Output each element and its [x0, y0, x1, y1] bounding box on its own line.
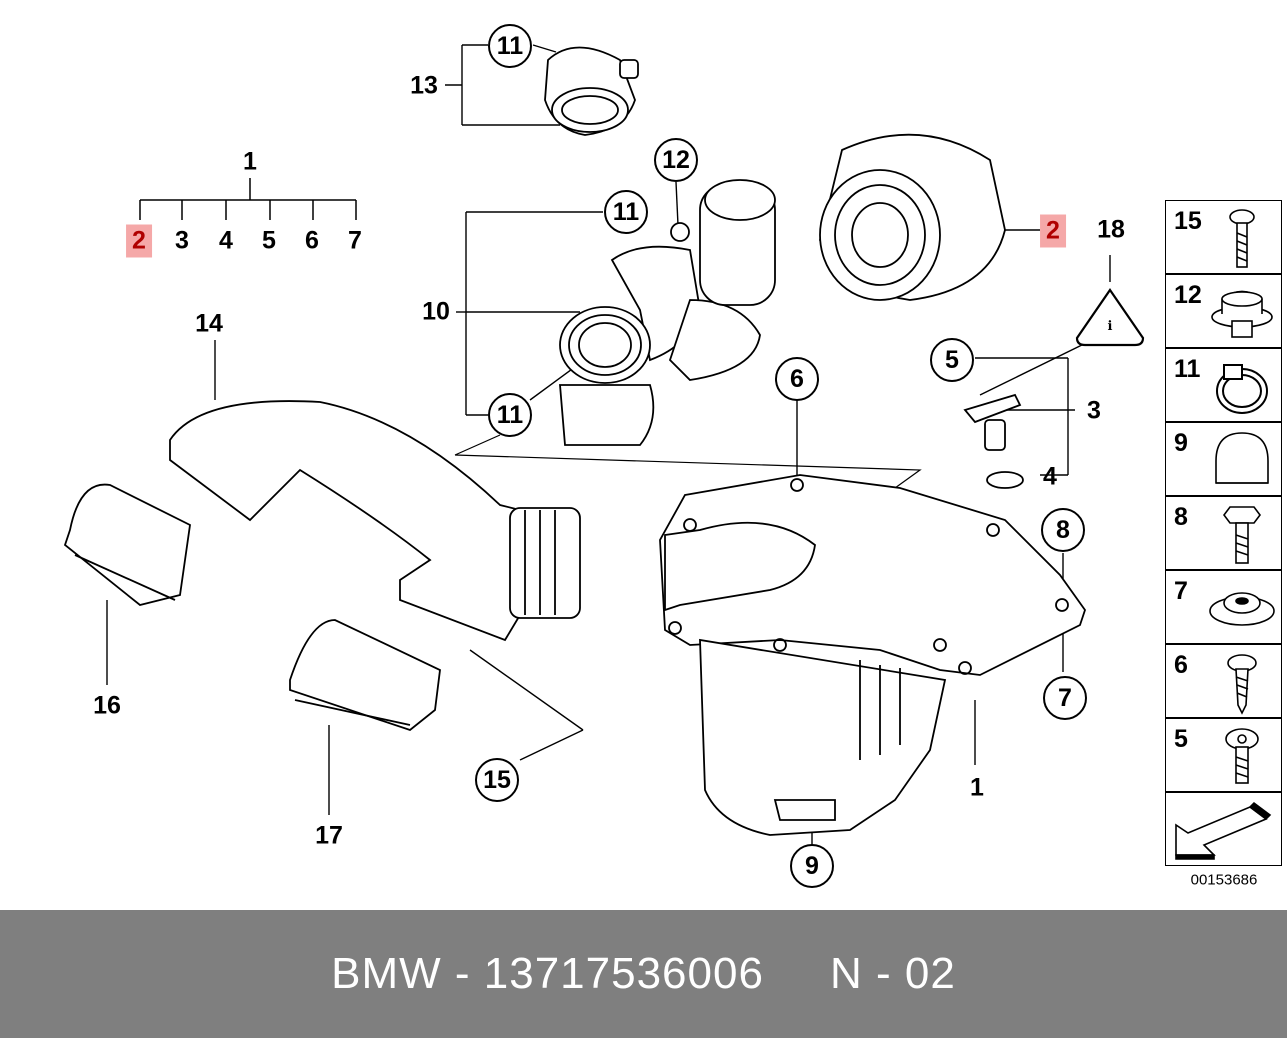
legend-num: 12 [1174, 281, 1202, 309]
legend-item-6: 6 [1165, 644, 1282, 718]
rubber-mount-icon [1209, 592, 1275, 626]
callout-17: 17 [315, 821, 343, 850]
callout-11-circle-b: 11 [604, 190, 648, 234]
callout-7-left: 7 [348, 226, 362, 255]
legend-item-5: 5 [1165, 718, 1282, 792]
callout-14: 14 [195, 309, 223, 338]
callout-4-left: 4 [219, 226, 233, 255]
callout-6-circle: 6 [775, 357, 819, 401]
callout-1-bottom: 1 [970, 773, 984, 802]
callout-4: 4 [1043, 462, 1057, 491]
part-13-hose [544, 46, 639, 136]
part-10-intake [559, 179, 776, 446]
hex-bolt-icon [1223, 506, 1261, 564]
part-16-inlet [63, 483, 191, 606]
callout-5-left: 5 [262, 226, 276, 255]
legend-item-7: 7 [1165, 570, 1282, 644]
legend-num: 5 [1174, 725, 1188, 753]
reference-line [454, 454, 922, 489]
callout-18: 18 [1097, 215, 1125, 244]
document-number: 00153686 [1190, 871, 1258, 889]
callout-15-circle: 15 [475, 758, 519, 802]
callout-6-left: 6 [305, 226, 319, 255]
callout-1-top: 1 [243, 147, 257, 176]
part-14-duct [169, 400, 581, 642]
legend-num: 11 [1174, 355, 1201, 383]
legend-num: 7 [1174, 577, 1188, 605]
hose-clamp-icon [1216, 364, 1268, 414]
callout-10: 10 [422, 297, 450, 326]
legend-num: 6 [1174, 651, 1188, 679]
part-1-housing [659, 474, 1086, 836]
legend-num: 9 [1174, 429, 1188, 457]
legend-item-9: 9 [1165, 422, 1282, 496]
callout-7-circle: 7 [1043, 676, 1087, 720]
part-17-inlet [289, 619, 441, 732]
parts-diagram: ℹ [63, 24, 1282, 889]
callout-2-right-highlighted: 2 [1040, 214, 1066, 248]
part-2-filter [819, 133, 1006, 301]
part-18-label: ℹ [1075, 288, 1145, 347]
legend-num: 15 [1174, 207, 1202, 235]
legend-item-arrow [1165, 792, 1282, 866]
callout-13: 13 [410, 71, 438, 100]
self-tapping-screw-icon [1227, 654, 1257, 715]
torx-bolt-icon [1225, 728, 1259, 784]
svg-text:ℹ: ℹ [1108, 318, 1113, 333]
torx-screw-icon [1229, 209, 1255, 268]
callout-9-circle: 9 [790, 844, 834, 888]
callout-11-circle-a: 11 [488, 24, 532, 68]
part-caption: BMW - 13717536006 N - 02 [331, 949, 956, 998]
legend-item-8: 8 [1165, 496, 1282, 570]
caption-bar: BMW - 13717536006 N - 02 [0, 910, 1287, 1038]
callout-3: 3 [1087, 396, 1101, 425]
rubber-grommet-icon [1211, 290, 1273, 338]
callout-8-circle: 8 [1041, 508, 1085, 552]
callout-11-circle-c: 11 [488, 393, 532, 437]
arrow-icon [1175, 801, 1272, 860]
rubber-cap-icon [1215, 432, 1269, 484]
legend-item-15: 15 [1165, 200, 1282, 274]
legend-num: 8 [1174, 503, 1188, 531]
diagram-drawing: ℹ [63, 44, 1145, 845]
group1-bracket [139, 178, 357, 220]
callout-16: 16 [93, 691, 121, 720]
callout-12-circle: 12 [654, 138, 698, 182]
part-3-sensor [963, 393, 1024, 489]
callout-5-circle: 5 [930, 338, 974, 382]
legend-item-12: 12 [1165, 274, 1282, 348]
callout-3-left: 3 [175, 226, 189, 255]
legend-item-11: 11 [1165, 348, 1282, 422]
callout-2-left-highlighted: 2 [126, 224, 152, 258]
